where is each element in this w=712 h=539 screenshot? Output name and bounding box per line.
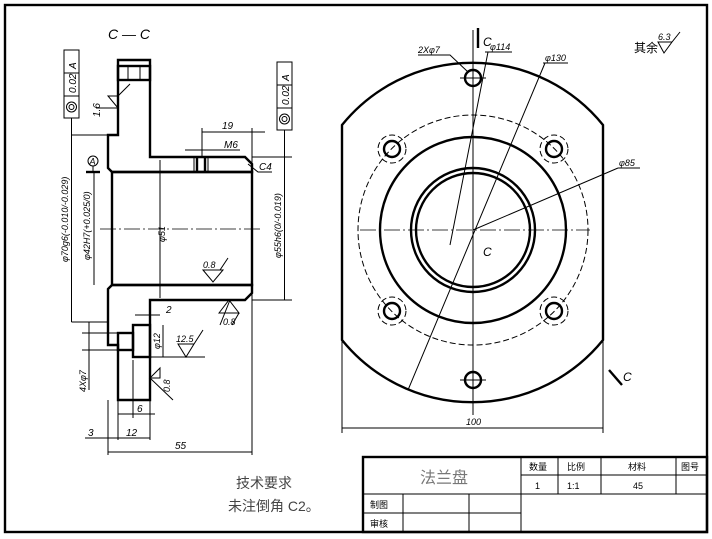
dim-6: 6 bbox=[137, 404, 143, 415]
dim-d12: φ12 bbox=[152, 333, 162, 349]
tolerance-datum: A bbox=[281, 74, 292, 82]
dim-100: 100 bbox=[466, 417, 481, 427]
roughness-1-6: 1.6 bbox=[92, 103, 103, 117]
section-label: C — C bbox=[108, 26, 151, 42]
tech-req-line1: 未注倒角 C2。 bbox=[228, 498, 320, 514]
dim-d51: φ51 bbox=[157, 226, 167, 242]
checked-by-label: 审核 bbox=[370, 518, 388, 529]
dim-3: 3 bbox=[88, 428, 94, 439]
value-qty: 1 bbox=[535, 481, 540, 491]
dim-2: 2 bbox=[165, 305, 172, 316]
header-material: 材料 bbox=[628, 461, 646, 472]
tolerance-frame-left: 0.02 A bbox=[63, 49, 80, 322]
dimensions-left: 1.6 19 M6 C4 φ70g6(-0.010/-0.029) φ42H7(… bbox=[60, 83, 292, 455]
title-block: 法兰盘 数量 比例 材料 图号 1 1:1 45 制图 审核 bbox=[361, 455, 709, 534]
section-mark-top: C bbox=[483, 35, 492, 49]
header-scale: 比例 bbox=[567, 461, 585, 472]
roughness-other-label: 其余 bbox=[634, 40, 658, 55]
roughness-face: 0.8 bbox=[162, 379, 172, 392]
value-scale: 1:1 bbox=[567, 481, 580, 491]
bore bbox=[110, 170, 254, 287]
tech-req-title: 技术要求 bbox=[236, 475, 292, 491]
upper-section bbox=[106, 58, 254, 174]
dim-d114: φ114 bbox=[490, 42, 510, 52]
concentricity-icon bbox=[279, 113, 290, 125]
header-qty: 数量 bbox=[529, 461, 547, 472]
dim-d130: φ130 bbox=[545, 53, 566, 63]
dim-d42: φ42H7(+0.025/0) bbox=[82, 191, 92, 260]
drawing-frame bbox=[3, 3, 709, 534]
dim-m6: M6 bbox=[224, 140, 238, 151]
roughness-hub: 0.8 bbox=[223, 317, 236, 327]
chamfer-c4: C4 bbox=[259, 162, 272, 173]
section-mark-bottom: C bbox=[623, 370, 632, 384]
m6-hole bbox=[193, 156, 209, 173]
tolerance-value: 0.02 bbox=[68, 73, 79, 93]
datum-a-symbol: A bbox=[86, 155, 100, 174]
tolerance-value: 0.02 bbox=[281, 85, 292, 105]
dim-19: 19 bbox=[222, 121, 234, 132]
roughness-12-5: 12.5 bbox=[176, 334, 195, 344]
dim-2xd7: 2Xφ7 bbox=[417, 45, 441, 55]
dim-12: 12 bbox=[126, 428, 138, 439]
bolt-holes bbox=[377, 68, 569, 390]
dim-d70: φ70g6(-0.010/-0.029) bbox=[60, 177, 70, 262]
dim-55: 55 bbox=[175, 441, 187, 452]
drawn-by-label: 制图 bbox=[370, 499, 388, 510]
dim-d55: φ55h6(0/-0.019) bbox=[273, 193, 283, 258]
counterbore bbox=[131, 323, 152, 359]
dim-4xd7: 4Xφ7 bbox=[78, 369, 88, 392]
value-material: 45 bbox=[633, 481, 643, 491]
front-view: C C C 2Xφ7 φ114 φ130 φ85 100 其余 6.3 bbox=[340, 28, 681, 433]
svg-text:A: A bbox=[89, 157, 96, 167]
concentricity-icon bbox=[66, 101, 77, 113]
tolerance-datum: A bbox=[68, 62, 79, 70]
part-name: 法兰盘 bbox=[420, 468, 468, 487]
dim-d85: φ85 bbox=[619, 158, 636, 168]
header-drawing-no: 图号 bbox=[681, 462, 699, 472]
tolerance-frame-right: 0.02 A bbox=[276, 61, 293, 300]
roughness-other-value: 6.3 bbox=[658, 32, 671, 42]
center-mark: C bbox=[483, 245, 492, 259]
roughness-bore: 0.8 bbox=[203, 260, 216, 270]
